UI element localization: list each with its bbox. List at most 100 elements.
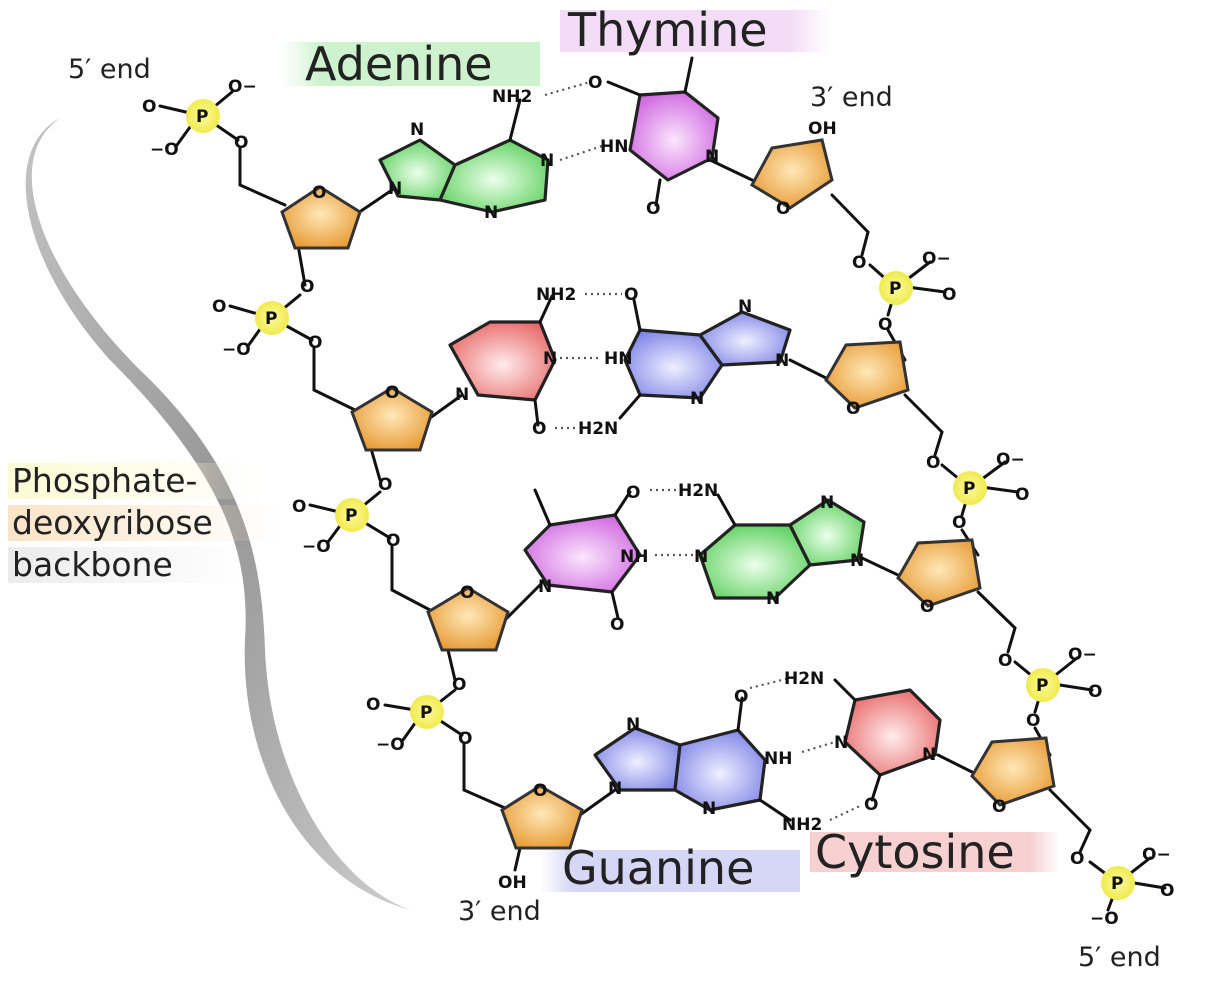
atom-gm-n2: N — [775, 351, 789, 371]
atom-p5-om: O− — [922, 249, 951, 269]
atom-s1-o: O — [312, 183, 326, 203]
atom-cb-n2: N — [922, 745, 936, 765]
cytosine-mid — [448, 294, 557, 427]
atom-tm-o1: O — [626, 483, 640, 503]
thymine-label: Thymine — [567, 3, 768, 57]
atom-gb-n1: N — [626, 715, 640, 735]
atom-p4-o2: O — [452, 675, 466, 695]
atom-p3-o2: O — [378, 475, 392, 495]
sugar-1 — [280, 185, 362, 250]
backbone-label-bg-2 — [8, 505, 278, 541]
atom-p3-o3: O — [386, 531, 400, 551]
atom-p2-mo: −O — [222, 340, 251, 360]
sugar-7 — [896, 538, 982, 608]
atom-p8-om: O− — [1142, 845, 1171, 865]
atom-gm-n3: N — [690, 389, 704, 409]
atom-p1-om: O− — [228, 77, 257, 97]
atom-am-n1: N — [694, 547, 708, 567]
atom-s2-o: O — [385, 383, 399, 403]
atom-p8-o2: O — [1160, 881, 1174, 901]
atom-p7-o: O — [998, 651, 1012, 671]
atom-tt-o2: O — [646, 199, 660, 219]
phosphate-1 — [186, 99, 220, 133]
atom-p6: P — [963, 479, 975, 499]
atom-am-n2: N — [766, 589, 780, 609]
atom-p5-o3: O — [878, 315, 892, 335]
atom-p2-o: O — [212, 297, 226, 317]
atom-p3-mo: −O — [302, 537, 331, 557]
backbone-label-line1: Phosphate- — [12, 461, 197, 500]
sugar-2 — [350, 386, 434, 452]
sugar-6 — [824, 340, 910, 410]
atom-am-n4: N — [850, 551, 864, 571]
five-prime-end-bottom: 5′ end — [1078, 942, 1161, 973]
atom-gb-n3: N — [702, 799, 716, 819]
three-prime-end-bottom: 3′ end — [458, 896, 541, 927]
adenine-top — [378, 98, 550, 214]
atom-tm-o2: O — [610, 615, 624, 635]
guanine-label-bg — [540, 850, 800, 892]
atom-at-n4: N — [540, 151, 554, 171]
atom-am-n3: N — [820, 493, 834, 513]
atom-p1-mo: −O — [150, 140, 179, 160]
phosphate-2 — [255, 301, 289, 335]
guanine-bottom — [593, 696, 792, 822]
atom-at-n2: N — [388, 179, 402, 199]
atom-p5: P — [889, 279, 901, 299]
atom-p7-om: O− — [1068, 645, 1097, 665]
thymine-label-bg — [560, 10, 830, 52]
atom-gm-o: O — [624, 285, 638, 305]
atom-p6-o3: O — [952, 513, 966, 533]
atom-at-n1: N — [410, 120, 424, 140]
atom-p1: P — [196, 107, 208, 127]
atom-gm-hn: HN — [604, 349, 632, 369]
sugar-5 — [750, 138, 834, 210]
phosphate-8 — [1101, 866, 1135, 900]
adenine-mid — [698, 493, 866, 600]
atom-s5-oh: OH — [808, 119, 837, 139]
atom-p7-o2: O — [1088, 682, 1102, 702]
atom-p2: P — [265, 309, 277, 329]
backbone-label-bg-3 — [8, 547, 248, 583]
phosphate-3 — [335, 498, 369, 532]
backbone-label-bg-1 — [8, 463, 268, 499]
phosphate-7 — [1026, 668, 1060, 702]
atom-cm-n: N — [543, 349, 557, 369]
sugar-3 — [426, 586, 510, 652]
cytosine-label-bg — [810, 832, 1060, 872]
atom-p2-o2: O — [300, 277, 314, 297]
phosphate-4 — [410, 695, 444, 729]
atom-s4-oh: OH — [498, 873, 527, 893]
atom-s3-o: O — [460, 583, 474, 603]
atom-tm-nh: NH — [620, 547, 648, 567]
thymine-mid — [523, 488, 642, 620]
atom-p4-o3: O — [458, 729, 472, 749]
atom-s8-o: O — [992, 797, 1006, 817]
guanine-label: Guanine — [562, 841, 754, 895]
atom-p8-mo: −O — [1090, 909, 1119, 929]
atom-gb-nh: NH — [764, 749, 792, 769]
atom-p7: P — [1036, 676, 1048, 696]
atom-cm-o: O — [532, 419, 546, 439]
atom-tt-o1: O — [588, 73, 602, 93]
atom-p6-om: O− — [996, 450, 1025, 470]
atom-labels: P O− O −O O O N N N N NH2 O HN N O OH O … — [142, 73, 1174, 929]
sugar-8 — [970, 736, 1056, 807]
atom-cm-nh2: NH2 — [536, 285, 576, 305]
atom-p7-o3: O — [1026, 711, 1040, 731]
guanine-mid — [618, 298, 792, 420]
atom-s4-o: O — [533, 781, 547, 801]
atom-p4-mo: −O — [376, 735, 405, 755]
atom-s5-o: O — [776, 199, 790, 219]
atom-p2-o3: O — [308, 333, 322, 353]
three-prime-end-top: 3′ end — [810, 82, 893, 113]
phosphates — [186, 99, 1135, 900]
atom-p5-o: O — [852, 253, 866, 273]
sugar-4 — [500, 784, 584, 850]
phosphate-5 — [879, 271, 913, 305]
atom-am-h2n: H2N — [678, 481, 718, 501]
atom-gb-nh2: NH2 — [782, 815, 822, 835]
atom-at-nh2: NH2 — [492, 87, 532, 107]
atom-tm-n: N — [538, 577, 552, 597]
